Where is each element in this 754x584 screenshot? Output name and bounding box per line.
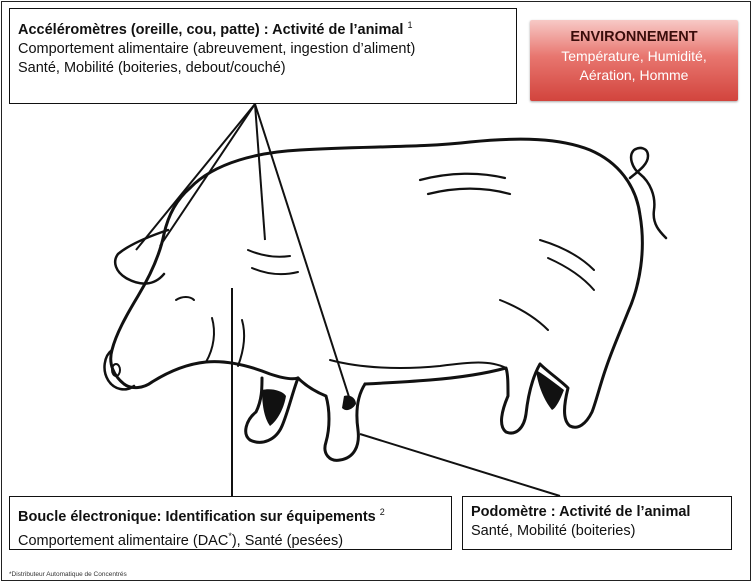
footnote: *Distributeur Automatique de Concentrés (9, 571, 127, 579)
accelerometers-line1: Comportement alimentaire (abreuvement, i… (18, 40, 508, 59)
pig-head-outline (111, 188, 298, 388)
connector-podo-leg (360, 434, 560, 496)
pedometer-title: Podomètre : Activité de l’animal (471, 503, 723, 522)
accelerometers-ref: 1 (407, 20, 412, 30)
environment-line1: Température, Humidité, (538, 47, 730, 66)
pedometer-line1: Santé, Mobilité (boiteries) (471, 522, 723, 541)
environment-line2: Aération, Homme (538, 66, 730, 85)
connector-acc-ear (136, 104, 255, 250)
pig-eye (176, 297, 194, 300)
electronic-tag-box: Boucle électronique: Identification sur … (9, 496, 452, 550)
environment-title: ENVIRONNEMENT (538, 28, 730, 47)
connector-acc-neck (160, 104, 255, 246)
accelerometers-title: Accéléromètres (oreille, cou, patte) : A… (18, 22, 403, 38)
pig-ear (115, 230, 168, 284)
electronic-tag-title: Boucle électronique: Identification sur … (18, 509, 376, 525)
pig-body-outline (190, 139, 642, 433)
pig-foreleg (298, 378, 365, 460)
pedometer-box: Podomètre : Activité de l’animal Santé, … (462, 496, 732, 550)
connector-acc-neck2 (255, 104, 265, 240)
accelerometers-line2: Santé, Mobilité (boiteries, debout/couch… (18, 59, 508, 78)
electronic-tag-line1: Comportement alimentaire (DAC*), Santé (… (18, 527, 443, 551)
accelerometers-box: Accéléromètres (oreille, cou, patte) : A… (9, 8, 517, 104)
electronic-tag-ref: 2 (380, 507, 385, 517)
environment-box: ENVIRONNEMENT Température, Humidité, Aér… (530, 20, 738, 101)
